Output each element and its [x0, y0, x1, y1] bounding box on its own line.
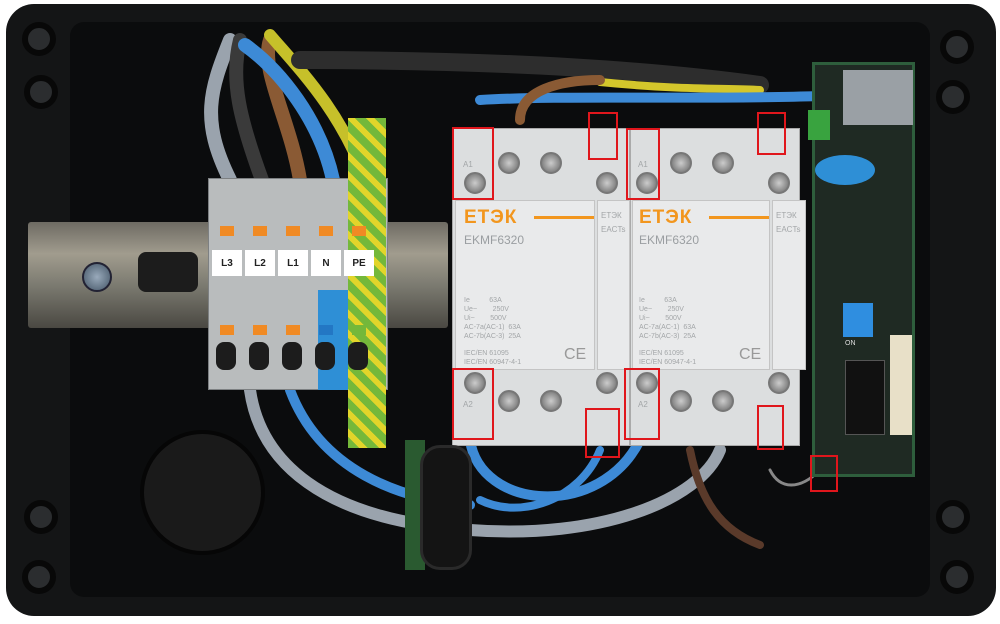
rj45-jack [843, 70, 913, 125]
pe-terminal [348, 118, 386, 448]
mount-hole [940, 30, 974, 64]
model-label: EKMF6320 [464, 233, 525, 247]
terminal-label-n: N [311, 250, 341, 276]
aux-model: EACTs [776, 225, 801, 234]
green-terminal [808, 110, 830, 140]
rail-screw [82, 262, 112, 292]
mount-hole [936, 500, 970, 534]
standards: IEC/EN 61095 IEC/EN 60947-4-1 [639, 350, 697, 366]
mount-hole [22, 560, 56, 594]
terminal-levers-top [220, 226, 366, 236]
highlight-box [585, 408, 620, 458]
coil-terminal-a2: A2 [463, 400, 473, 409]
n-terminal-blue [318, 290, 348, 390]
highlight-box [810, 455, 838, 492]
mount-hole [24, 75, 58, 109]
terminal-sockets [216, 342, 368, 370]
highlight-box [624, 368, 660, 440]
brand-logo: ЕТЭК [464, 207, 518, 228]
dip-switch-label: ON [845, 340, 856, 347]
mount-hole [936, 80, 970, 114]
specs: Ie 63A Ue~ 250V Ui~ 500V AC-7a(AC-1) 63A… [464, 297, 521, 340]
dip-switch[interactable] [843, 303, 873, 337]
model-label: EKMF6320 [639, 233, 700, 247]
terminal-label-l2: L2 [245, 250, 275, 276]
highlight-box [452, 368, 494, 440]
ce-mark: CE [739, 346, 762, 363]
highlight-box [588, 112, 618, 160]
terminal-label-pe: PE [344, 250, 374, 276]
brand-logo: ЕТЭК [639, 207, 693, 228]
terminal-label-l3: L3 [212, 250, 242, 276]
aux-model: EACTs [601, 225, 626, 234]
aux-brand: ЕТЭК [776, 211, 797, 220]
aux-brand: ЕТЭК [601, 211, 622, 220]
cable-gland [140, 430, 265, 555]
contactor-2-front: ЕТЭК EKMF6320 Ie 63A Ue~ 250V Ui~ 500V A… [632, 200, 770, 370]
highlight-box [757, 405, 784, 450]
coil-terminal-a1: A1 [638, 160, 648, 169]
mount-hole [22, 22, 56, 56]
coil-terminal-a2: A2 [638, 400, 648, 409]
standards: IEC/EN 61095 IEC/EN 60947-4-1 [464, 350, 522, 366]
mount-hole [940, 560, 974, 594]
screw-a2 [464, 372, 486, 394]
aux-contact-2: ЕТЭК EACTs [772, 200, 806, 370]
terminal-label-l1: L1 [278, 250, 308, 276]
mount-hole [24, 500, 58, 534]
highlight-box [626, 128, 660, 200]
coil-terminal-a1: A1 [463, 160, 473, 169]
aux-contact-1: ЕТЭК EACTs [597, 200, 630, 370]
contactor-1-front: ЕТЭК EKMF6320 Ie 63A Ue~ 250V Ui~ 500V A… [455, 200, 595, 370]
connector-block [845, 360, 885, 435]
specs: Ie 63A Ue~ 250V Ui~ 500V AC-7a(AC-1) 63A… [639, 297, 696, 340]
current-transformer [420, 445, 472, 570]
screw-a1 [464, 172, 486, 194]
highlight-box [452, 127, 494, 200]
capacitor [815, 155, 875, 185]
highlight-box [757, 112, 786, 155]
header-connector [890, 335, 912, 435]
ce-mark: CE [564, 346, 587, 363]
terminal-levers-bottom [220, 325, 366, 335]
terminal-labels: L3 L2 L1 N PE [212, 250, 374, 276]
